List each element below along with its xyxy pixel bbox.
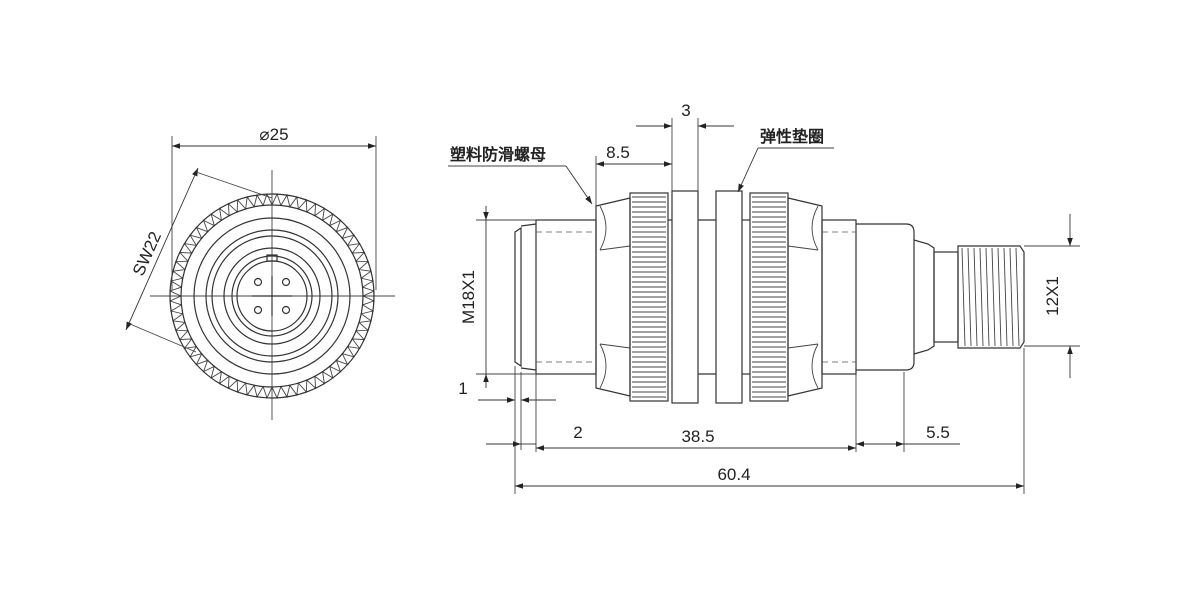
nut2-facet-1 (787, 245, 819, 251)
sw-ext-top (195, 171, 273, 199)
pin-3 (253, 305, 263, 315)
front-cap-bottom (520, 367, 537, 371)
nut2-curve-1 (811, 205, 819, 251)
front-view: ⌀25 SW22 (125, 125, 395, 420)
threaded-body-rear (821, 219, 857, 375)
elastic-washer-label: 弹性垫圈 (760, 127, 824, 146)
front-gap-label: 1 (458, 379, 467, 398)
key-notch (266, 254, 278, 262)
m12-label: 12X1 (1043, 276, 1062, 316)
thread-line (961, 247, 966, 347)
connector-neck (913, 239, 935, 355)
washer-width-label: 3 (681, 101, 690, 120)
threaded-body-front (535, 219, 597, 375)
pin-4 (281, 305, 291, 315)
connector-base (933, 251, 959, 343)
thread-line (991, 247, 996, 347)
callout-nut-leader (565, 165, 593, 205)
front-step-label: 2 (573, 423, 582, 442)
side-view: M18X1 12X1 3 8.5 塑料防滑螺母 弹性垫圈 1 (448, 101, 1080, 494)
knurled-nut-1 (629, 192, 669, 402)
sw-ext-bottom (129, 323, 197, 353)
front-cap-top (520, 223, 537, 227)
thread-line (997, 247, 1002, 347)
nut2-facet-2 (787, 343, 819, 349)
washer-2 (715, 190, 743, 404)
body-inner-ring (211, 235, 333, 357)
nut-width-label: 8.5 (606, 143, 630, 162)
nut-curve-2 (599, 343, 607, 389)
thread-line (985, 247, 990, 347)
body-length-label: 38.5 (681, 427, 714, 446)
thread-line (967, 247, 972, 347)
callout-washer-leader (737, 147, 759, 193)
plastic-nut (595, 197, 631, 397)
thread-line (1003, 247, 1008, 347)
diameter-label: ⌀25 (259, 125, 288, 144)
nut-curve-1 (599, 205, 607, 251)
connector-inner-ring (231, 255, 313, 337)
plastic-nut-label: 塑料防滑螺母 (450, 145, 546, 164)
pin-1 (253, 277, 263, 287)
tail-section (856, 223, 915, 371)
connector-length-label: 5.5 (926, 423, 950, 442)
knurl-pattern-2 (752, 196, 786, 398)
thread-line (1015, 247, 1020, 347)
connector-thread (961, 247, 1020, 347)
connector-threaded (957, 245, 1025, 349)
m18-label: M18X1 (459, 270, 478, 324)
washer-1 (671, 190, 699, 404)
nut2-curve-2 (811, 343, 819, 389)
thread-line (973, 247, 978, 347)
pin-2 (281, 277, 291, 287)
nut-facet-1 (599, 245, 631, 251)
thread-line (979, 247, 984, 347)
front-cap (514, 226, 522, 368)
total-length-label: 60.4 (717, 465, 750, 484)
nut-facet-2 (599, 343, 631, 349)
hex-nut-2 (787, 197, 823, 397)
knurl-pattern-1 (632, 196, 666, 398)
sw-dim-line (125, 167, 199, 331)
connector-ring (223, 247, 321, 345)
thread-line (1009, 247, 1014, 347)
body-ring (205, 229, 339, 363)
